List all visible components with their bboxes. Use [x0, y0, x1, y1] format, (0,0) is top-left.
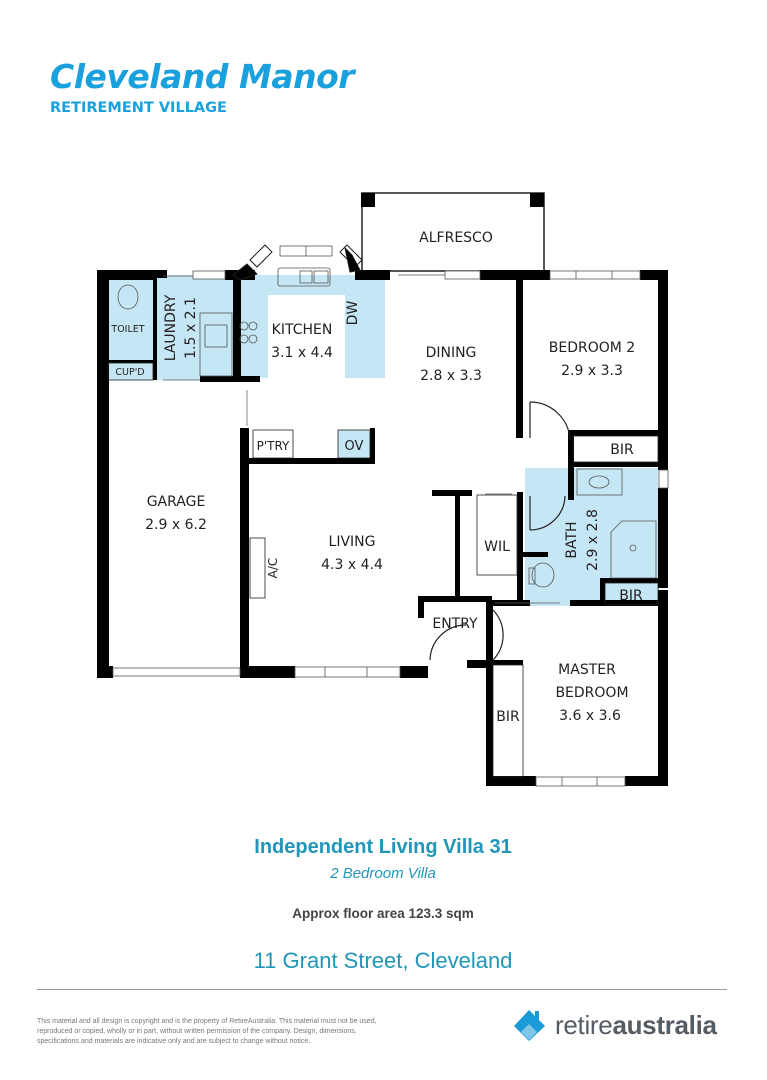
- brand-header: Cleveland Manor RETIREMENT VILLAGE: [50, 57, 355, 117]
- label-dishwasher: DW: [345, 301, 361, 326]
- label-kitchen: KITCHEN: [272, 322, 333, 338]
- label-cupboard: CUP'D: [115, 367, 144, 378]
- logo-wordmark-bold: australia: [612, 1009, 717, 1040]
- label-master-bedroom-2: BEDROOM: [555, 685, 628, 701]
- label-bir-bath: BIR: [619, 588, 643, 604]
- label-wil: WIL: [484, 539, 510, 555]
- room-labels: ALFRESCO LAUNDRY 1.5 x 2.1 TOILET CUP'D …: [110, 230, 643, 725]
- label-living-size: 4.3 x 4.4: [321, 557, 383, 573]
- house-diamond-icon: [514, 1010, 545, 1041]
- label-master-bedroom-1: MASTER: [558, 662, 616, 678]
- label-bath: BATH: [564, 521, 580, 558]
- label-laundry: LAUNDRY: [163, 294, 179, 361]
- label-entry: ENTRY: [432, 616, 478, 632]
- label-bedroom-2-size: 2.9 x 3.3: [561, 363, 623, 379]
- label-master-bedroom-size: 3.6 x 3.6: [559, 708, 621, 724]
- label-bir-master: BIR: [496, 709, 520, 725]
- footer-divider: [37, 989, 727, 990]
- label-laundry-size: 1.5 x 2.1: [183, 297, 199, 359]
- label-bedroom-2: BEDROOM 2: [549, 340, 635, 356]
- kitchen-bay-window: [232, 244, 363, 281]
- label-garage-size: 2.9 x 6.2: [145, 517, 207, 533]
- movement-arrows: [163, 274, 560, 604]
- label-dining: DINING: [426, 345, 477, 361]
- logo-wordmark: retireaustralia: [555, 1010, 717, 1041]
- logo-wordmark-light: retire: [555, 1009, 613, 1040]
- label-kitchen-size: 3.1 x 4.4: [271, 345, 333, 361]
- label-alfresco: ALFRESCO: [419, 230, 493, 246]
- label-bir-bedroom-2: BIR: [610, 442, 634, 458]
- copyright-disclaimer: This material and all design is copyrigh…: [37, 1018, 377, 1045]
- fixtures: [107, 267, 659, 778]
- walls: [97, 270, 668, 786]
- label-pantry: P'TRY: [257, 439, 290, 453]
- label-garage: GARAGE: [147, 494, 206, 510]
- label-oven: OV: [345, 439, 364, 454]
- label-living: LIVING: [329, 534, 376, 550]
- village-name: Cleveland Manor: [50, 57, 355, 96]
- label-bath-size: 2.9 x 2.8: [585, 509, 601, 571]
- label-dining-size: 2.8 x 3.3: [420, 368, 482, 384]
- kitchen-floor: [268, 295, 345, 378]
- label-toilet: TOILET: [110, 324, 144, 335]
- floor-area: Approx floor area 123.3 sqm: [292, 906, 474, 921]
- floor-plan: ALFRESCO LAUNDRY 1.5 x 2.1 TOILET CUP'D …: [97, 192, 669, 787]
- doors: [429, 401, 571, 661]
- retireaustralia-logo: retireaustralia: [513, 1008, 717, 1042]
- villa-subtitle: 2 Bedroom Villa: [330, 865, 436, 882]
- villa-title: Independent Living Villa 31: [254, 836, 512, 858]
- label-aircon: A/C: [266, 558, 280, 579]
- village-subtitle: RETIREMENT VILLAGE: [50, 100, 227, 116]
- windows: [112, 245, 669, 787]
- villa-address: 11 Grant Street, Cleveland: [253, 948, 513, 973]
